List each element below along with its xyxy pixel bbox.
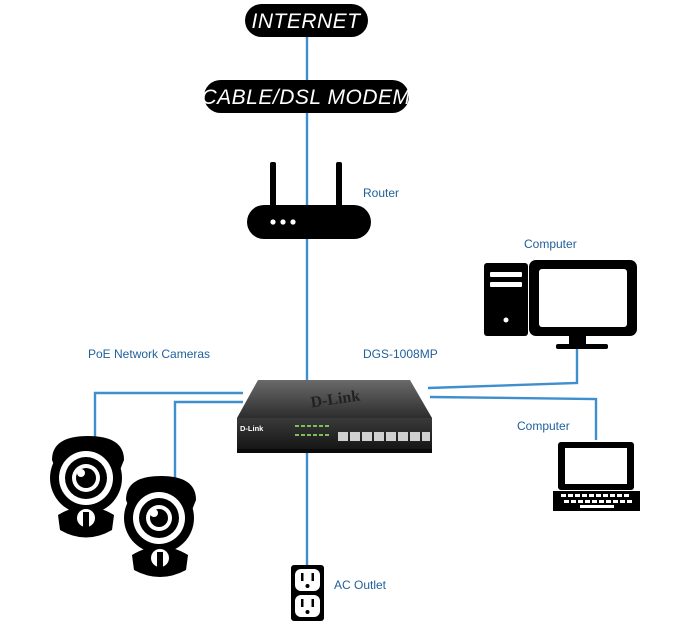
desktop-computer-label: Computer: [524, 237, 577, 251]
ac-outlet-icon: [291, 565, 324, 621]
switch-front-brand: D-Link: [240, 424, 264, 433]
ac-outlet-label: AC Outlet: [334, 578, 387, 592]
router-node: Router: [247, 162, 399, 239]
router-icon: [247, 162, 371, 239]
internet-node: INTERNET: [245, 4, 368, 37]
security-camera-icon: [50, 436, 124, 538]
laptop-icon: [553, 442, 640, 511]
desktop-computer-node: Computer: [484, 237, 637, 349]
router-label: Router: [363, 186, 399, 200]
cable-switch-camera-2: [173, 400, 243, 478]
switch-top-brand: D-Link: [310, 388, 362, 412]
laptop-computer-label: Computer: [517, 419, 570, 433]
desktop-computer-icon: [484, 260, 637, 349]
laptop-computer-node: Computer: [517, 419, 640, 511]
modem-label: CABLE/DSL MODEM: [202, 86, 411, 109]
internet-label: INTERNET: [252, 10, 363, 33]
switch-status-leds: [295, 425, 329, 436]
switch-model-label: DGS-1008MP: [363, 347, 438, 361]
modem-pill: [204, 80, 409, 113]
internet-pill: [245, 4, 368, 37]
switch-node: D-Link D-Link DGS-1008MP: [237, 347, 438, 453]
cable-switch-camera-1: [93, 391, 243, 440]
poe-camera-2: [124, 476, 196, 577]
switch-ports: [338, 432, 430, 441]
cables: [93, 36, 598, 566]
cable-switch-laptop: [429, 395, 598, 440]
cable-switch-desktop: [427, 347, 579, 390]
security-camera-icon: [124, 476, 196, 577]
poe-camera-1: [50, 436, 124, 538]
ac-outlet-node: AC Outlet: [291, 565, 387, 621]
cameras-label: PoE Network Cameras: [88, 347, 210, 361]
switch-icon: D-Link D-Link: [237, 380, 432, 453]
modem-node: CABLE/DSL MODEM: [202, 80, 411, 113]
